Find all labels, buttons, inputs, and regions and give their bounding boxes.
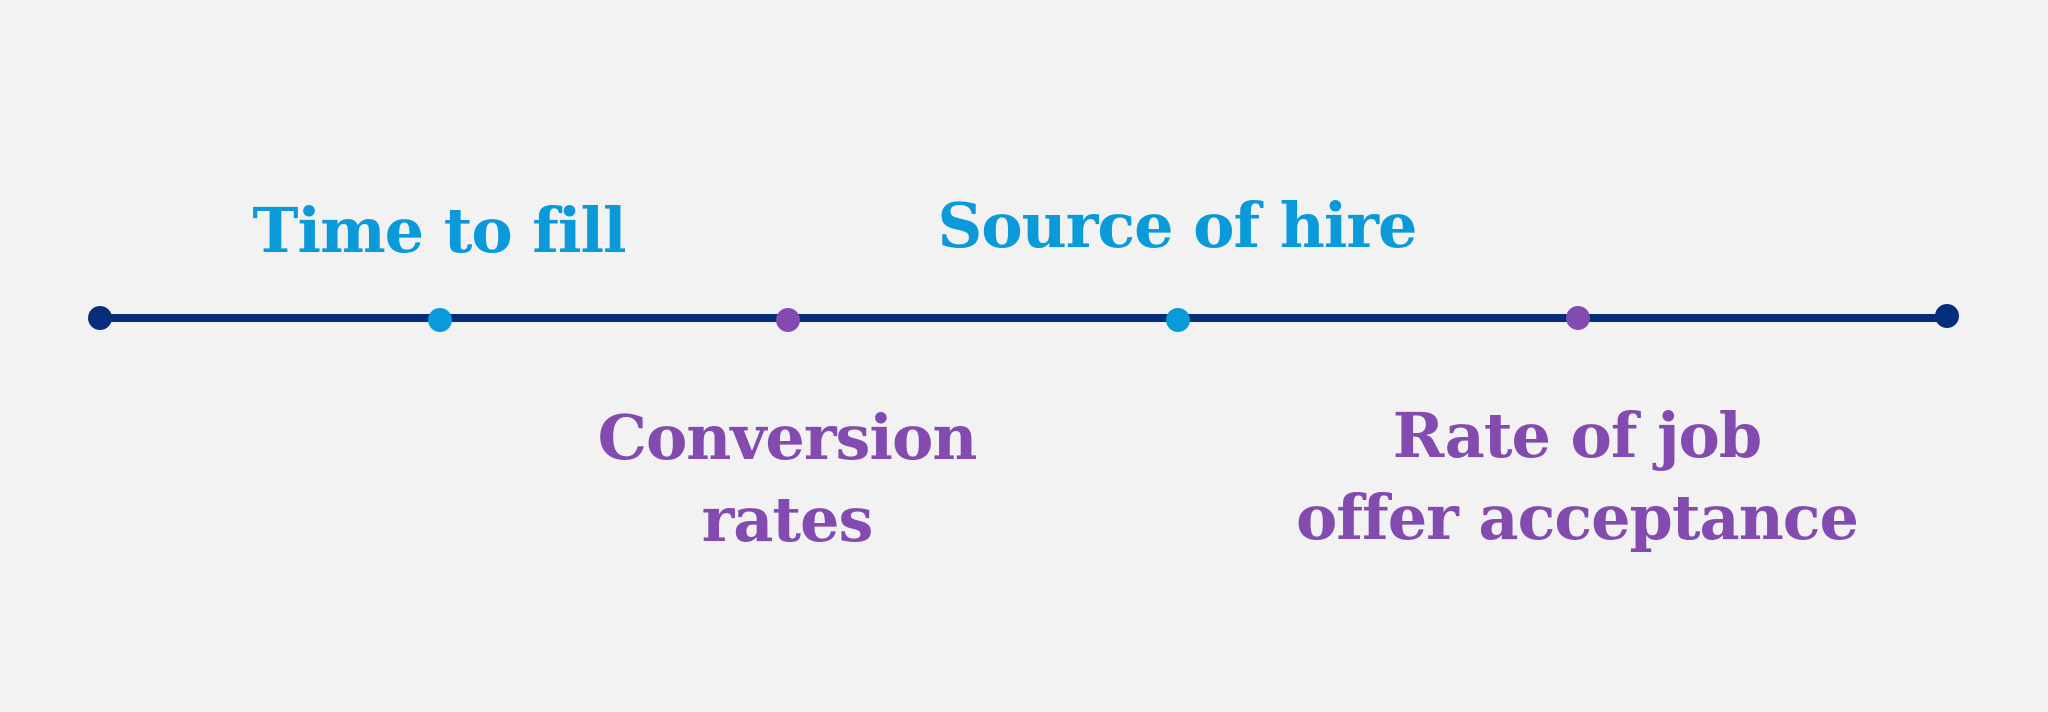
milestone-dot-rate-of-job-offer [1566,306,1590,330]
milestone-dot-time-to-fill [428,308,452,332]
milestone-label-time-to-fill: Time to fill [252,194,626,267]
milestone-label-rate-of-job-offer-acceptance: Rate of job offer acceptance [1296,399,1859,554]
milestone-label-source-of-hire: Source of hire [937,189,1417,262]
timeline-start-dot [88,306,112,330]
milestone-label-conversion-rates: Conversion rates [597,401,978,556]
timeline-end-dot [1935,304,1959,328]
milestone-dot-source-of-hire [1166,308,1190,332]
timeline-line [100,314,1948,322]
milestone-dot-conversion-rates [776,308,800,332]
